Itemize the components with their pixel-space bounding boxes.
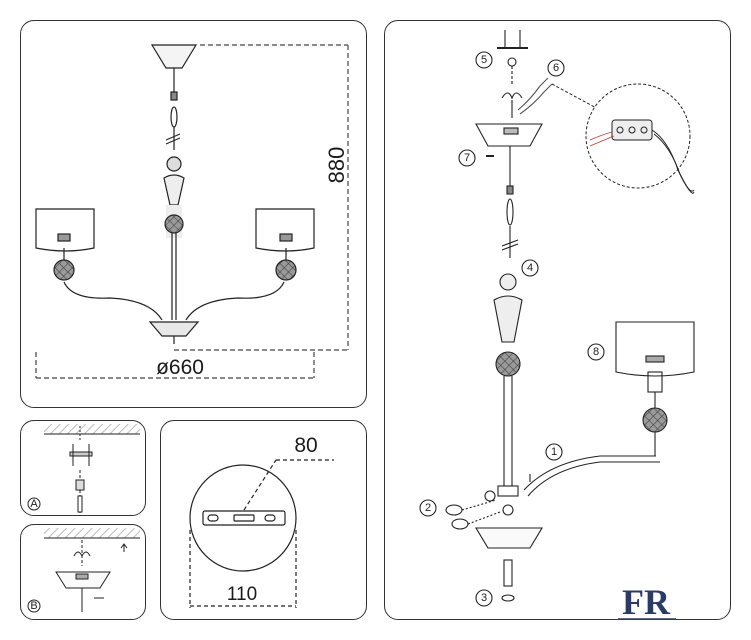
- brand-logo: FR: [618, 582, 676, 622]
- dimension-lines: [35, 44, 349, 379]
- step-5-label: 5: [481, 54, 487, 66]
- step-badges: [419, 51, 605, 607]
- detail-b-illustration: [44, 528, 140, 612]
- step-2-label: 2: [425, 502, 431, 514]
- step-2-badge: [419, 499, 437, 517]
- mount-plate-illustration: [189, 459, 334, 608]
- diameter-dimension-label: ø660: [156, 356, 204, 379]
- step-6-label: 6: [553, 62, 559, 74]
- detail-b-badge: [27, 599, 41, 613]
- step-3-badge: [475, 589, 493, 607]
- step-7-badge: [458, 149, 476, 167]
- detail-a-badge: [27, 497, 41, 511]
- step-3-label: 3: [481, 592, 487, 604]
- chandelier-overview: [35, 44, 315, 344]
- step-8-badge: [587, 343, 605, 361]
- step-4-badge: [521, 259, 539, 277]
- step-7-label: 7: [464, 152, 470, 164]
- assembly-illustration: [445, 30, 695, 602]
- height-dimension-label: 880: [324, 147, 349, 184]
- panel-detail-a: [20, 420, 146, 516]
- detail-a-illustration: [44, 424, 140, 516]
- mount-diameter-label: 110: [227, 584, 257, 605]
- step-1-badge: [545, 443, 563, 461]
- step-8-label: 8: [593, 346, 599, 358]
- step-6-badge: [547, 59, 565, 77]
- detail-a-label: A: [30, 498, 38, 510]
- mount-width-label: 80: [294, 434, 317, 457]
- wire-connection-detail: [551, 83, 695, 194]
- brand-logo-text: FR: [622, 582, 671, 622]
- step-5-badge: [475, 51, 493, 69]
- step-1-label: 1: [551, 446, 557, 458]
- step-4-label: 4: [527, 262, 533, 274]
- detail-b-label: B: [30, 600, 37, 612]
